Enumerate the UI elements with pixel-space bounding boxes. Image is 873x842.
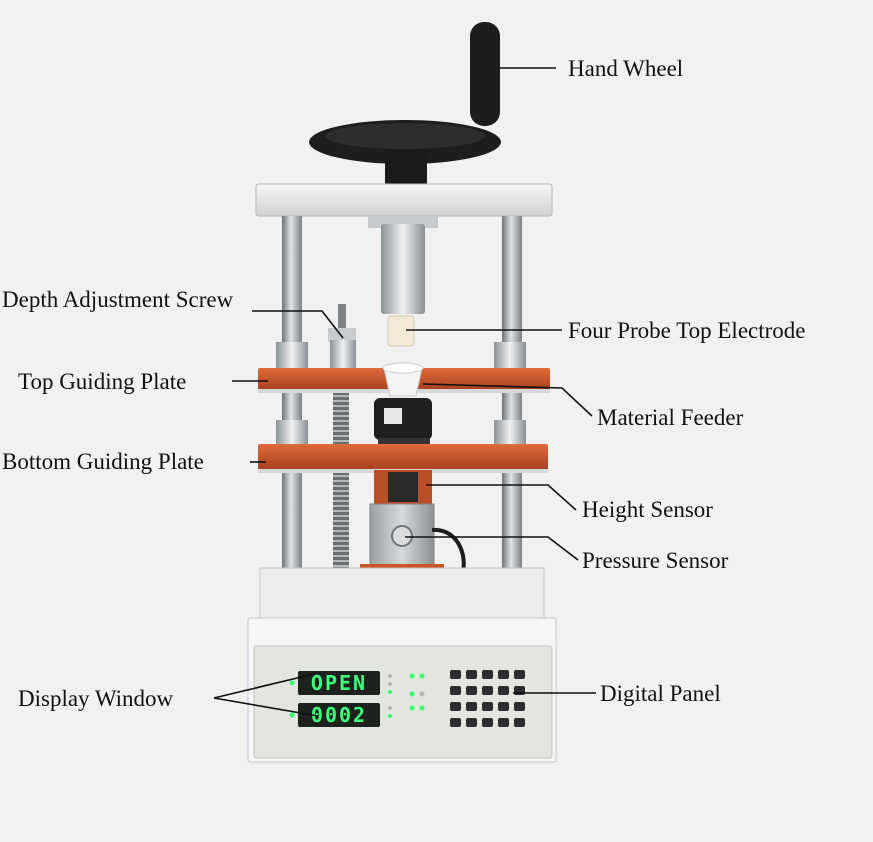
label-digital-panel: Digital Panel	[600, 681, 721, 706]
digital-panel-keypad	[450, 670, 525, 727]
leader-display-window-top	[213, 672, 319, 699]
label-material-feeder: Material Feeder	[597, 405, 744, 430]
top-crossbar	[255, 183, 553, 217]
guide-columns	[282, 216, 522, 584]
indicator-leds	[289, 673, 425, 718]
leader-height-sensor	[426, 484, 577, 511]
display-window-bottom	[298, 703, 380, 727]
height-sensor	[374, 470, 432, 504]
leader-material-feeder	[422, 383, 593, 417]
top-collar-right	[494, 342, 526, 372]
label-hand-wheel: Hand Wheel	[568, 56, 684, 81]
display-reading-top: OPEN	[311, 671, 367, 695]
leader-lines	[213, 67, 596, 717]
controller-housing	[247, 617, 557, 763]
leader-depth-adjustment-screw	[252, 310, 344, 339]
material-feeder	[374, 362, 432, 446]
label-top-guiding-plate: Top Guiding Plate	[18, 369, 187, 394]
top-collar-left	[276, 342, 308, 372]
four-probe-top-electrode	[368, 216, 438, 347]
leader-pressure-sensor	[405, 536, 579, 561]
depth-adjustment-screw	[328, 304, 356, 370]
display-reading-bottom: 0002	[311, 703, 367, 727]
leader-display-window-bottom	[213, 697, 319, 717]
bottom-collar-right	[494, 420, 526, 444]
label-pressure-sensor: Pressure Sensor	[582, 548, 729, 573]
bottom-guiding-plate	[258, 444, 548, 470]
label-display-window: Display Window	[18, 686, 174, 711]
label-bottom-guiding-plate: Bottom Guiding Plate	[2, 449, 204, 474]
base-block	[259, 567, 545, 621]
bottom-collar-left	[276, 420, 308, 444]
hand-wheel	[309, 22, 501, 184]
lead-screw	[333, 380, 349, 580]
label-four-probe-top-electrode: Four Probe Top Electrode	[568, 318, 806, 343]
label-height-sensor: Height Sensor	[582, 497, 713, 522]
display-window-top	[298, 671, 380, 695]
label-depth-adjustment-screw: Depth Adjustment Screw	[2, 287, 234, 312]
